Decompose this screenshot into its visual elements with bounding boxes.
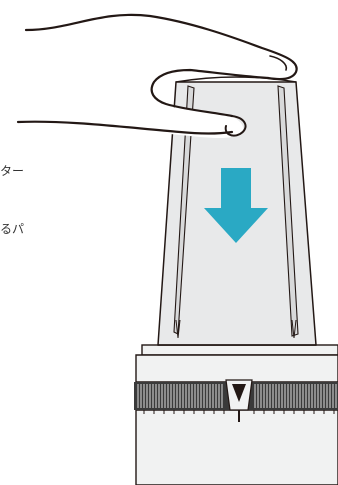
cropped-text-fragment-1: ター	[0, 164, 25, 178]
cropped-text-fragment-2: るパ	[0, 222, 25, 236]
dial-ring	[134, 379, 338, 422]
arrow-down-icon	[204, 168, 268, 243]
hand-icon	[16, 13, 298, 139]
blender-base	[135, 344, 338, 485]
